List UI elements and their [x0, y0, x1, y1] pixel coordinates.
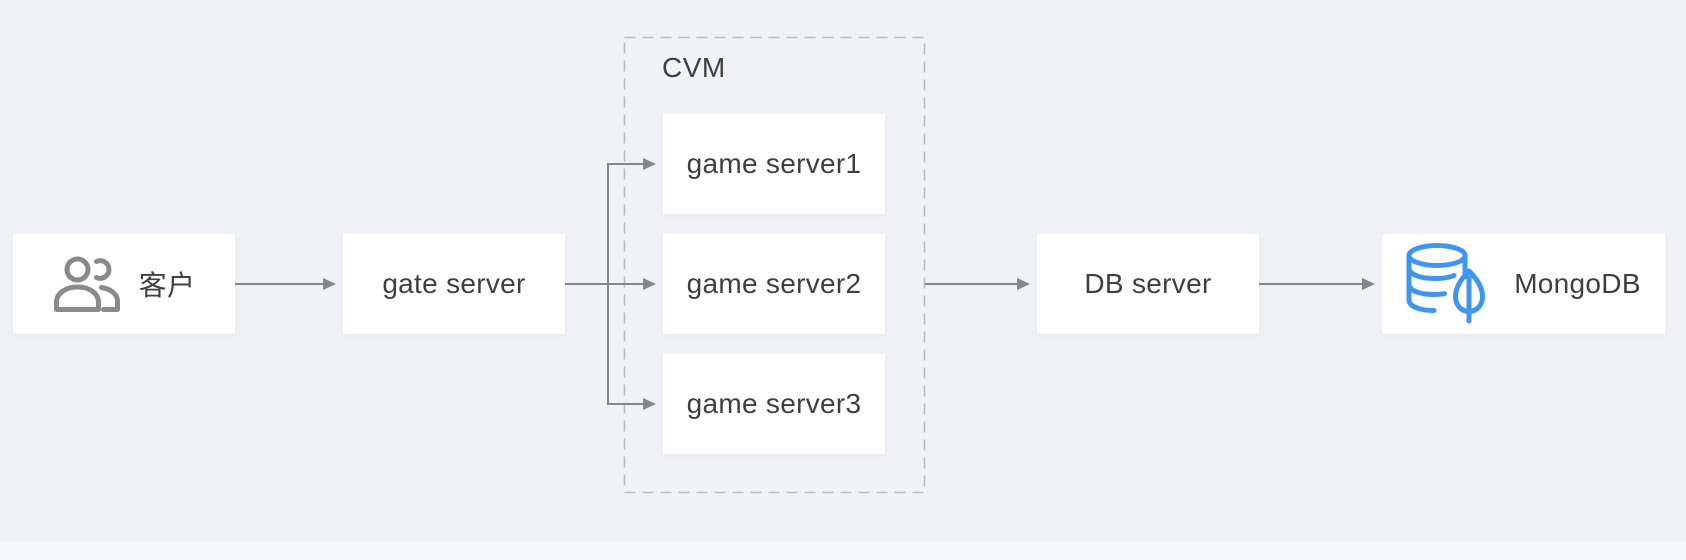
- customer-node: 客户: [13, 234, 235, 334]
- node-label: 客户: [138, 270, 196, 301]
- arrowhead-game1: [643, 158, 656, 170]
- node-label: gate server: [382, 268, 526, 299]
- arrowhead-game3: [643, 398, 656, 410]
- node-label: game server3: [686, 388, 862, 419]
- node-label: game server2: [686, 268, 862, 299]
- mongodb-leaf-database-icon: [1406, 243, 1490, 325]
- background-footer-strip: [0, 542, 1686, 560]
- mongodb-node: MongoDB: [1382, 234, 1665, 334]
- game-server3-node: game server3: [663, 354, 885, 454]
- db-server-node: DB server: [1037, 234, 1259, 334]
- arrowhead-game2: [643, 278, 656, 290]
- cvm-group-label: CVM: [662, 52, 726, 83]
- gate-server-node: gate server: [343, 234, 565, 334]
- users-icon: [53, 256, 121, 313]
- arrowhead-gate: [323, 278, 336, 290]
- arrowhead-db: [1017, 278, 1030, 290]
- node-label: DB server: [1084, 268, 1212, 299]
- arrowhead-mongodb: [1362, 278, 1375, 290]
- game-server1-node: game server1: [663, 114, 885, 214]
- game-server2-node: game server2: [663, 234, 885, 334]
- cvm-group-border: [623, 36, 926, 494]
- node-label: MongoDB: [1514, 268, 1641, 299]
- node-label: game server1: [686, 148, 862, 179]
- edge-junction-branches: [607, 163, 643, 405]
